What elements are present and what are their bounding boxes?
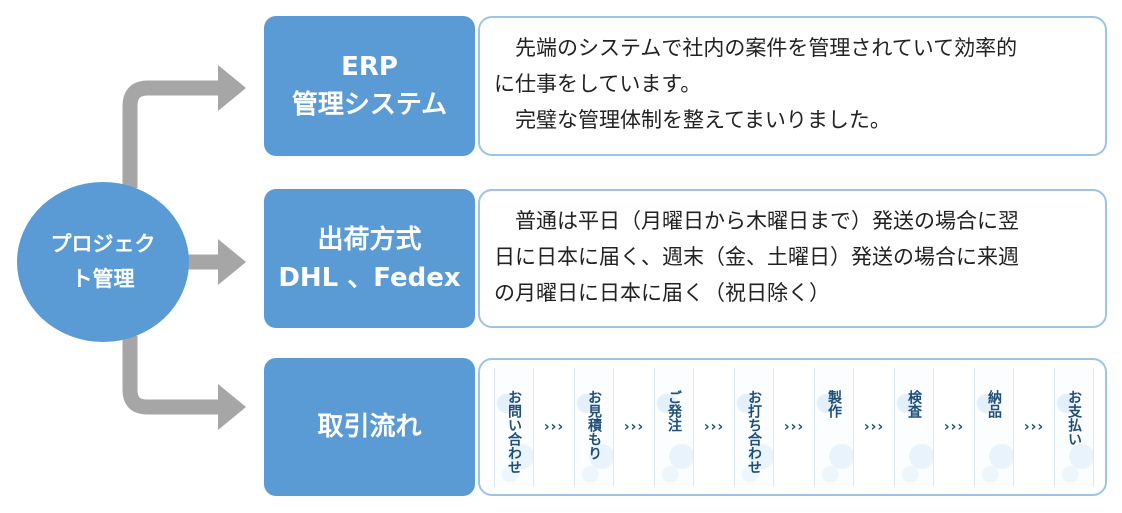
project-management-hub: プロジェクト管理 — [17, 182, 189, 342]
flow-step-quotation: お見積もり — [574, 368, 614, 486]
flow-step-label: 製作 — [826, 390, 842, 418]
arrowhead-bottom — [218, 384, 246, 430]
erp-description-line-2: に仕事をしています。 — [494, 72, 702, 96]
shipping-description-line-3: の月曜日に日本に届く（祝日除く） — [494, 281, 830, 305]
flow-separator: ››› — [1023, 419, 1045, 435]
flow-separator: ››› — [543, 419, 565, 435]
flow-step-inquiry: お問い合わせ — [494, 368, 534, 486]
erp-description-line-3: 完璧な管理体制を整えてまいりました。 — [494, 108, 891, 132]
erp-label-line-2: 管理システム — [291, 90, 448, 120]
transaction-flow-label: 取引流れ — [317, 412, 422, 442]
hub-label: プロジェクト管理 — [50, 232, 156, 291]
connector-top — [122, 80, 222, 188]
connector-bottom — [122, 336, 222, 415]
flow-step-label: 納品 — [986, 390, 1002, 418]
erp-description-line-1: 先端のシステムで社内の案件を管理されていて効率的 — [494, 36, 1018, 60]
flow-step-inspection: 検査 — [894, 368, 934, 486]
flow-step-order: ご発注 — [654, 368, 694, 486]
flow-step-label: ご発注 — [666, 390, 682, 432]
erp-label-line-1: ERP — [341, 52, 398, 82]
flow-separator: ››› — [863, 419, 885, 435]
flow-step-label: 検査 — [906, 390, 922, 418]
flow-step-label: お問い合わせ — [506, 390, 522, 474]
shipping-description-box: 普通は平日（月曜日から木曜日まで）発送の場合に翌 日に日本に届く、週末（金、土曜… — [478, 189, 1107, 328]
flow-separator: ››› — [783, 419, 805, 435]
transaction-flow-label-box: 取引流れ — [264, 358, 475, 496]
shipping-description-line-1: 普通は平日（月曜日から木曜日まで）発送の場合に翌 — [494, 209, 1019, 233]
flow-steps: お問い合わせ ››› お見積もり ››› ご発注 ››› お打ち合わせ ››› … — [494, 368, 1094, 486]
transaction-flow-box: お問い合わせ ››› お見積もり ››› ご発注 ››› お打ち合わせ ››› … — [478, 358, 1107, 496]
shipping-label-line-1: 出荷方式 — [317, 224, 422, 255]
flow-step-label: お支払い — [1066, 390, 1082, 446]
erp-description-box: 先端のシステムで社内の案件を管理されていて効率的 に仕事をしています。 完璧な管… — [478, 16, 1107, 156]
flow-separator: ››› — [623, 419, 645, 435]
flow-step-production: 製作 — [814, 368, 854, 486]
flow-step-delivery: 納品 — [974, 368, 1014, 486]
flow-step-label: お見積もり — [586, 390, 602, 460]
flow-step-payment: お支払い — [1054, 368, 1094, 486]
flow-step-label: お打ち合わせ — [746, 390, 762, 474]
shipping-description-line-2: 日に日本に届く、週末（金、土曜日）発送の場合に来週 — [494, 245, 1019, 269]
flow-separator: ››› — [943, 419, 965, 435]
flow-separator: ››› — [703, 419, 725, 435]
erp-label-box: ERP 管理システム — [264, 16, 475, 156]
arrowhead-top — [218, 65, 246, 111]
shipping-label-line-2: DHL 、Fedex — [278, 262, 461, 293]
arrowhead-middle — [218, 239, 246, 285]
flow-step-meeting: お打ち合わせ — [734, 368, 774, 486]
shipping-label-box: 出荷方式 DHL 、Fedex — [264, 189, 475, 328]
